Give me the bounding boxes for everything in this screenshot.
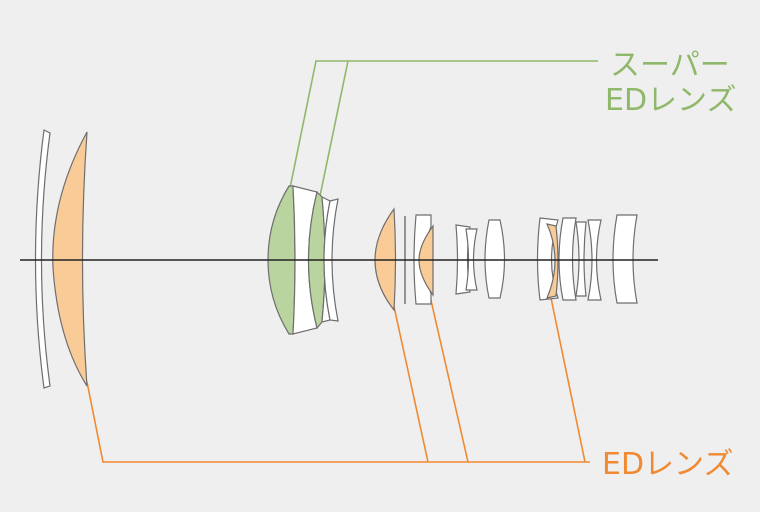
white-lens-group4-b — [558, 217, 577, 301]
super-ed-leader-2 — [319, 60, 349, 197]
super-ed-label-line2: EDレンズ — [605, 83, 736, 118]
front-lens-white — [34, 129, 51, 389]
white-lens-group4-e — [612, 214, 638, 304]
super-ed-leader-lines — [289, 60, 598, 197]
ed-leader-group3 — [550, 297, 586, 463]
white-lens-group4-c — [575, 221, 587, 297]
super-ed-leader-1 — [289, 60, 598, 189]
ed-leader-group2-b — [429, 295, 469, 463]
front-ed-lens — [52, 131, 88, 387]
white-lens-group3-c — [484, 219, 506, 299]
ed-label: EDレンズ — [602, 447, 733, 482]
ed-leader-lines — [86, 295, 590, 463]
super-ed-label-line1: スーパー — [610, 48, 730, 83]
ed-lens-group4 — [545, 223, 559, 299]
ed-leader-group2-a — [392, 301, 429, 463]
